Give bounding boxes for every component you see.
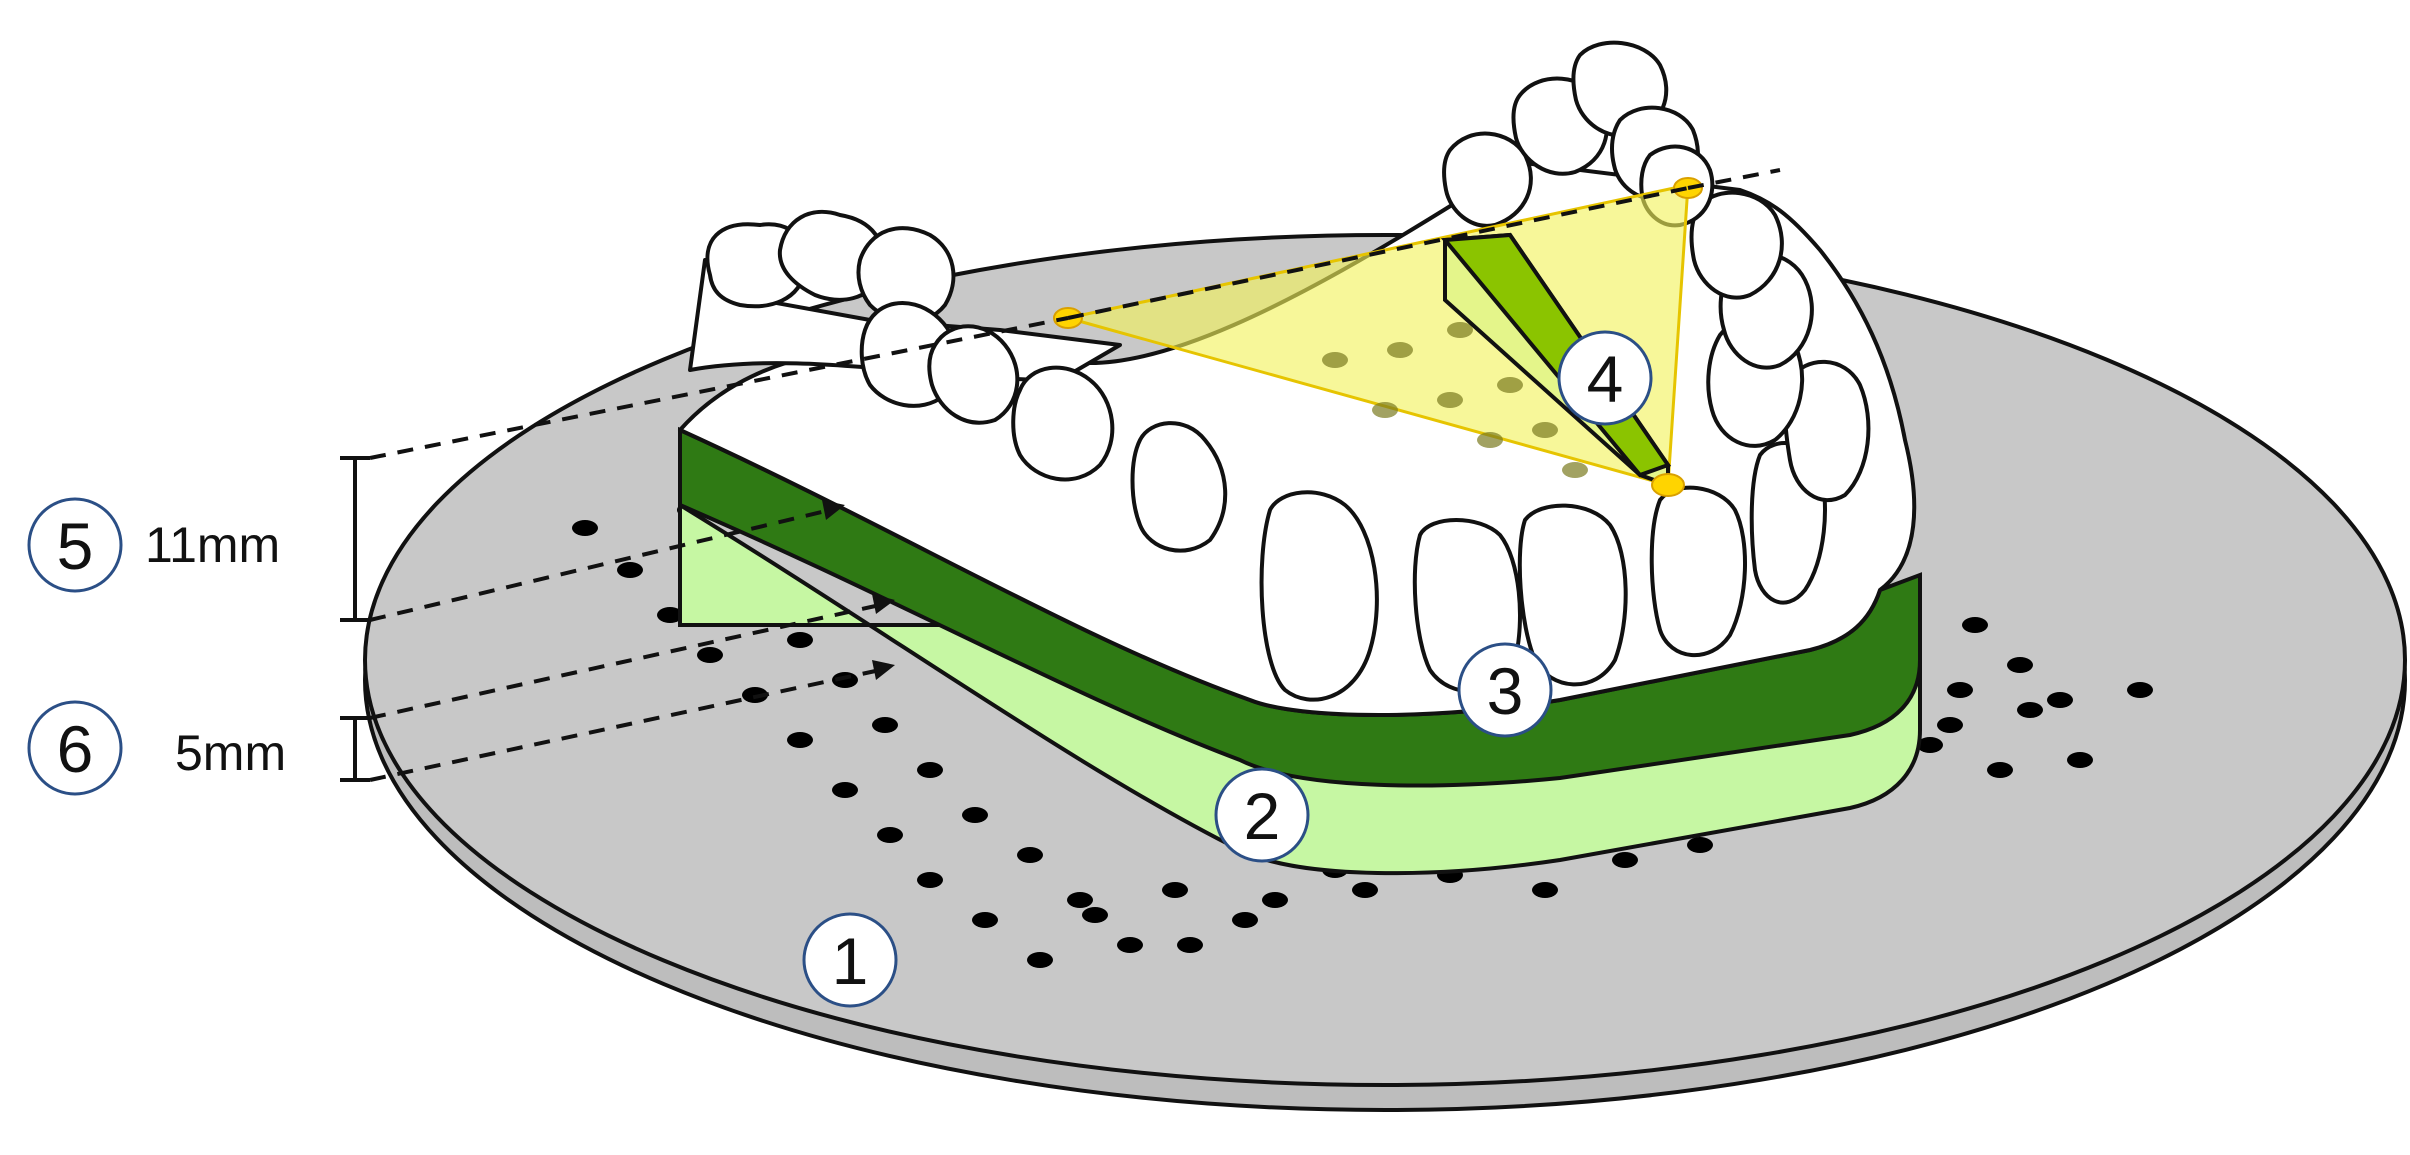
callout-6: 6 [27, 700, 123, 796]
tooth [856, 226, 956, 324]
plate-hole [617, 562, 643, 578]
plate-hole [1612, 852, 1638, 868]
plate-hole [2127, 682, 2153, 698]
dimension-label-total: 11mm [145, 517, 280, 573]
svg-text:5: 5 [57, 509, 94, 583]
plate-hole [2007, 657, 2033, 673]
plate-hole [2017, 702, 2043, 718]
plate-hole [1067, 892, 1093, 908]
plate-hole [832, 672, 858, 688]
dimension-leader-lines [369, 168, 1781, 782]
plate-hole [877, 827, 903, 843]
dimension-label-base: 5mm [175, 725, 286, 781]
tooth [1442, 131, 1533, 228]
plate-hole [697, 647, 723, 663]
callout-4: 4 [1557, 330, 1653, 426]
plate-hole [787, 732, 813, 748]
svg-text:6: 6 [57, 712, 94, 786]
tooth [1783, 359, 1871, 502]
plate-hole [572, 520, 598, 536]
plate-hole [1687, 837, 1713, 853]
plate-hole [787, 632, 813, 648]
svg-text:1: 1 [832, 924, 869, 998]
dimension-arrowheads [822, 500, 895, 680]
plate-hole [1082, 907, 1108, 923]
tooth [1259, 490, 1379, 702]
tooth [1689, 190, 1784, 300]
plate-hole [1232, 912, 1258, 928]
plate-hole [832, 782, 858, 798]
plate-hole [1262, 892, 1288, 908]
plate-hole [1532, 882, 1558, 898]
tooth [1130, 421, 1228, 553]
plate-hole [2067, 752, 2093, 768]
plate-hole [1962, 617, 1988, 633]
svg-text:2: 2 [1244, 779, 1281, 853]
tooth [1011, 365, 1115, 482]
plate-hole [1117, 937, 1143, 953]
height-bracket-base [340, 716, 370, 782]
plate-hole [1177, 937, 1203, 953]
tooth [1649, 485, 1747, 658]
tooth [1517, 503, 1628, 687]
plate-hole [1162, 882, 1188, 898]
plate-hole [657, 607, 683, 623]
plate-hole [1987, 762, 2013, 778]
plate-hole [1352, 882, 1378, 898]
plate-hole [1937, 717, 1963, 733]
marker-point-front [1651, 473, 1685, 497]
plate-hole [1027, 952, 1053, 968]
callout-5: 5 [27, 497, 123, 593]
height-bracket-total [340, 456, 370, 622]
svg-text:3: 3 [1487, 654, 1524, 728]
plate-hole [962, 807, 988, 823]
callout-3: 3 [1457, 642, 1553, 738]
plate-hole [1917, 737, 1943, 753]
callout-2: 2 [1214, 767, 1310, 863]
tooth [927, 324, 1020, 425]
plate-hole [917, 872, 943, 888]
plate-hole [1947, 682, 1973, 698]
plate-hole [972, 912, 998, 928]
plate-hole [917, 762, 943, 778]
svg-text:4: 4 [1587, 342, 1624, 416]
plate-hole [872, 717, 898, 733]
callout-1: 1 [802, 912, 898, 1008]
plate-hole [2047, 692, 2073, 708]
plate-hole [1017, 847, 1043, 863]
